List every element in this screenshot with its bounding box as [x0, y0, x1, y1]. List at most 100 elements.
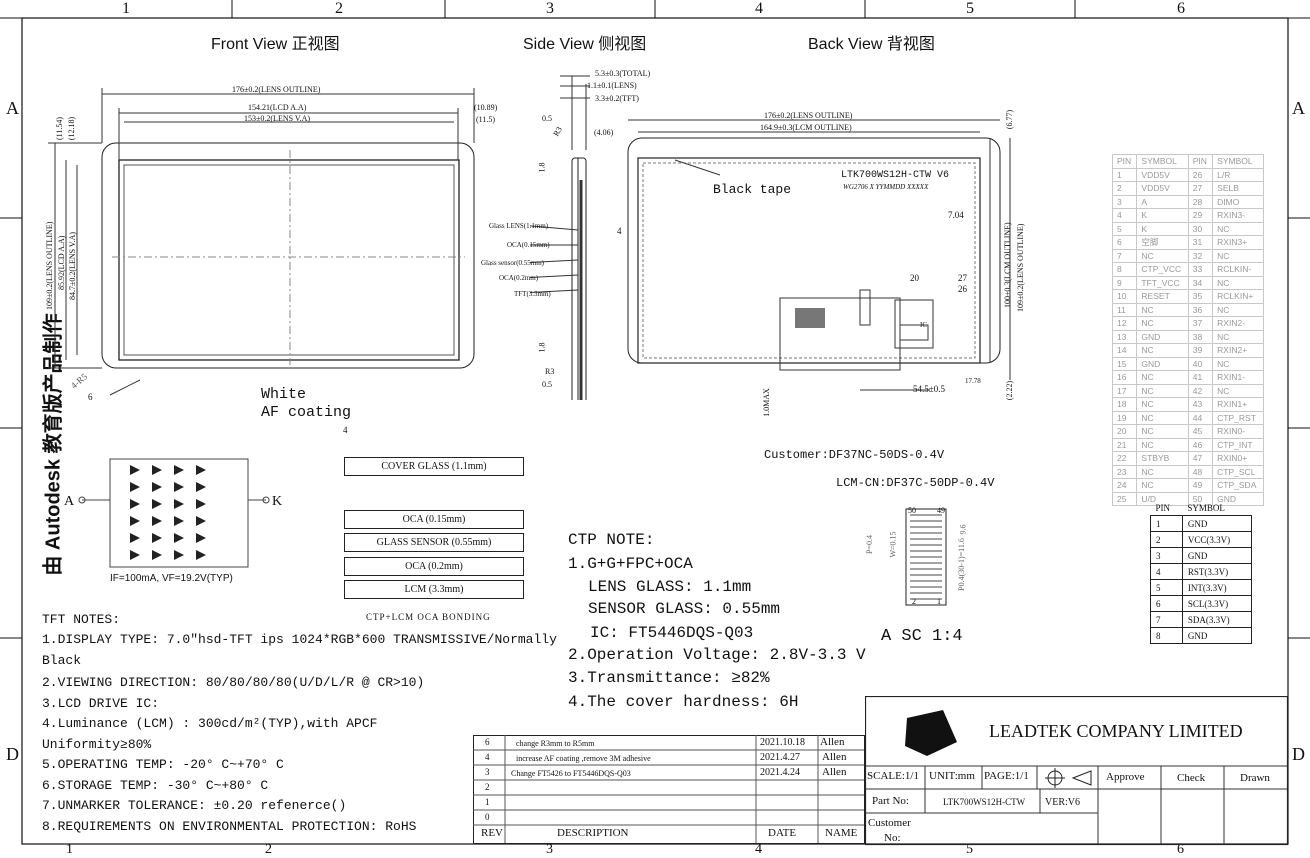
- back-dim-1max: 1.0MAX: [761, 388, 771, 417]
- side-label-oca2: OCA(0.2mm): [499, 274, 539, 282]
- symbol-header: SYMBOL: [1212, 154, 1264, 169]
- symbol-header: SYMBOL: [1187, 502, 1225, 513]
- detail-scale-label: A SC 1:4: [881, 627, 963, 646]
- ctp-note-2: 2.Operation Voltage: 2.8V-3.3 V: [568, 646, 866, 664]
- front-dim-lcd-aa: 154.21(LCD A.A): [248, 103, 307, 112]
- title-drawn: Drawn: [1240, 772, 1270, 784]
- title-scale: SCALE:1/1: [867, 770, 919, 782]
- ctp-note-ic: IC: FT5446DQS-Q03: [590, 624, 754, 642]
- revision-table-grid: [473, 735, 865, 844]
- side-dim-tft: 3.3±0.2(TFT): [595, 94, 639, 103]
- front-dim-1154: (11.54): [55, 116, 65, 141]
- front-rev-tag-4: 4: [343, 425, 348, 435]
- led-spec-label: IF=100mA, VF=19.2V(TYP): [110, 573, 233, 584]
- col-label-5: 5: [966, 0, 974, 17]
- col-label-b3: 3: [546, 842, 553, 857]
- lcm-connector-label: LCM-CN:DF37C-50DP-0.4V: [836, 476, 995, 490]
- back-dim-lens-outline: 176±0.2(LENS OUTLINE): [764, 111, 853, 120]
- connector-drawing: [905, 508, 947, 606]
- front-dim-v-va: 84.7±0.2(LENS V.A): [68, 231, 77, 300]
- back-code-label: WG2706 X YYMMDD XXXXX: [843, 183, 929, 191]
- back-dim-545: 54.5±0.5: [913, 384, 945, 394]
- side-view-drawing: [530, 75, 590, 400]
- back-dim-20: 20: [910, 273, 919, 283]
- front-dim-lens-outline: 176±0.2(LENS OUTLINE): [232, 85, 321, 94]
- tft-note-1: 1.DISPLAY TYPE: 7.0"hsd-TFT ips 1024*RGB…: [42, 632, 557, 647]
- title-part-label: Part No:: [872, 795, 909, 807]
- connector-pin-49: 49: [937, 506, 945, 515]
- back-ic-label: IC: [920, 321, 927, 329]
- side-dim-05b: 0.5: [542, 380, 552, 389]
- connector-dim-96: 9.6: [958, 524, 968, 535]
- back-view-title: Back View 背视图: [808, 36, 935, 53]
- tft-note-3: 3.LCD DRIVE IC:: [42, 696, 160, 711]
- pin-header: PIN: [1111, 154, 1138, 169]
- ctp-notes-title: CTP NOTE:: [568, 531, 655, 549]
- title-page: PAGE:1/1: [984, 770, 1029, 782]
- ctp-note-4: 4.The cover hardness: 6H: [568, 693, 799, 711]
- pin-header: PIN: [1155, 502, 1171, 513]
- back-dim-27: 27: [958, 273, 967, 283]
- connector-pin-2: 2: [912, 597, 916, 606]
- col-label-b6: 6: [1177, 842, 1184, 857]
- title-customer-no: No:: [884, 832, 901, 844]
- rev-row-4-rev: 4: [485, 752, 490, 762]
- back-dim-lcm: 164.9±0.3(LCM OUTLINE): [760, 123, 852, 132]
- back-dim-704: 7.04: [948, 210, 964, 220]
- stack-cover-glass: COVER GLASS (1.1mm): [344, 457, 524, 476]
- rev-row-6-rev: 6: [485, 737, 490, 747]
- connector-pin-1: 1: [937, 597, 941, 606]
- back-dim-v-lens: 109±0.2(LENS OUTLINE): [1016, 223, 1025, 312]
- rev-header-date: DATE: [768, 827, 797, 839]
- title-approve: Approve: [1106, 771, 1145, 783]
- front-dim-v-lens: 109±0.2(LENS OUTLINE): [45, 221, 54, 310]
- symbol-header: SYMBOL: [1136, 154, 1189, 169]
- stack-oca-1: OCA (0.15mm): [344, 510, 524, 529]
- rev-row-4-date: 2021.4.27: [760, 752, 800, 763]
- rev-header-desc: DESCRIPTION: [557, 827, 629, 839]
- rev-row-4-desc: increase AF coating ,remove 3M adhesive: [516, 754, 651, 763]
- rev-header-name: NAME: [825, 827, 858, 839]
- rev-row-1-rev: 1: [485, 797, 490, 807]
- side-dim-05a: 0.5: [542, 114, 552, 123]
- front-dim-1089: (10.89): [474, 103, 498, 112]
- connector-pin-50: 50: [908, 506, 916, 515]
- col-label-3: 3: [546, 0, 554, 17]
- rev-row-4-name: Allen: [822, 751, 847, 763]
- tft-note-4: 4.Luminance (LCM) : 300cd/m²(TYP),with A…: [42, 716, 378, 731]
- side-dim-total: 5.3±0.3(TOTAL): [595, 69, 651, 78]
- stack-glass-sensor: GLASS SENSOR (0.55mm): [344, 533, 524, 552]
- back-model-label: LTK700WS12H-CTW V6: [841, 170, 950, 181]
- side-dim-18a: 1.8: [537, 162, 547, 173]
- white-label: White: [261, 386, 307, 403]
- col-label-b4: 4: [755, 842, 762, 857]
- tft-note-6: 6.STORAGE TEMP: -30° C~+80° C: [42, 778, 269, 793]
- led-matrix-schematic: [78, 458, 270, 568]
- back-rev-tag-4: 4: [617, 226, 622, 236]
- title-customer-label: Customer: [868, 817, 911, 829]
- tft-note-4b: Uniformity≥80%: [42, 737, 152, 752]
- black-tape-label: Black tape: [713, 182, 792, 197]
- row-label-d: D: [6, 744, 19, 764]
